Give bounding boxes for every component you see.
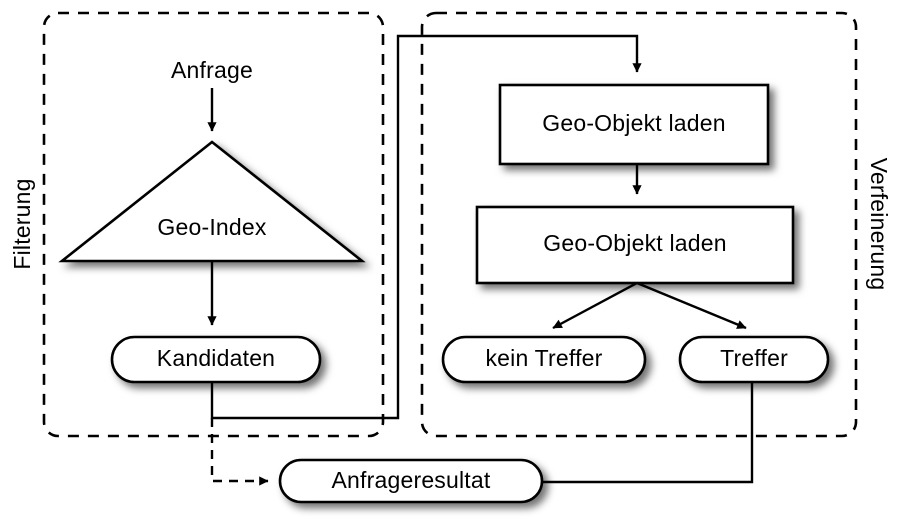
node-kandidaten-label: Kandidaten <box>157 345 275 371</box>
node-kein-treffer: kein Treffer <box>441 335 647 384</box>
node-kein-treffer-label: kein Treffer <box>485 345 602 371</box>
edge-kandidaten-to-geo-objekt-laden-1 <box>210 34 642 420</box>
node-geo-index-label: Geo-Index <box>157 214 266 240</box>
edge-kandidaten-to-anfrageresultat-dashed <box>210 418 269 486</box>
edge-treffer-to-anfrageresultat <box>542 382 754 484</box>
node-anfrageresultat-shape <box>278 458 544 504</box>
node-geo-objekt-laden-1-label: Geo-Objekt laden <box>542 110 725 136</box>
group-verfeinerung-frame <box>420 11 858 438</box>
node-anfrageresultat: Anfrageresultat <box>278 458 544 504</box>
node-geo-objekt-laden-2: Geo-Objekt laden <box>475 205 795 285</box>
group-filterung-frame <box>42 11 385 438</box>
node-treffer: Treffer <box>678 335 830 384</box>
edge-geo-objekt-laden-2-to-kein-treffer <box>552 281 638 330</box>
node-geo-index-shape <box>58 140 366 263</box>
node-treffer-label: Treffer <box>720 345 788 371</box>
node-anfrage-label: Anfrage <box>171 57 253 83</box>
group-verfeinerung-label: Verfeinerung <box>866 158 892 291</box>
node-anfrageresultat-label: Anfrageresultat <box>332 467 491 493</box>
node-kein-treffer-shape <box>441 335 647 384</box>
node-kandidaten-shape <box>110 335 322 384</box>
node-geo-objekt-laden-2-shape <box>475 205 795 285</box>
node-geo-objekt-laden-1-shape <box>498 83 770 166</box>
node-geo-objekt-laden-1: Geo-Objekt laden <box>498 83 770 166</box>
node-treffer-shape <box>678 335 830 384</box>
group-verfeinerung: Verfeinerung <box>420 11 892 438</box>
node-geo-objekt-laden-2-label: Geo-Objekt laden <box>543 230 726 256</box>
group-filterung: Filterung <box>9 11 385 438</box>
node-anfrage: Anfrage <box>171 57 253 83</box>
edge-geo-objekt-laden-2-to-treffer <box>636 281 747 330</box>
node-kandidaten: Kandidaten <box>110 335 322 384</box>
node-geo-index: Geo-Index <box>58 140 366 263</box>
group-filterung-label: Filterung <box>9 178 35 269</box>
